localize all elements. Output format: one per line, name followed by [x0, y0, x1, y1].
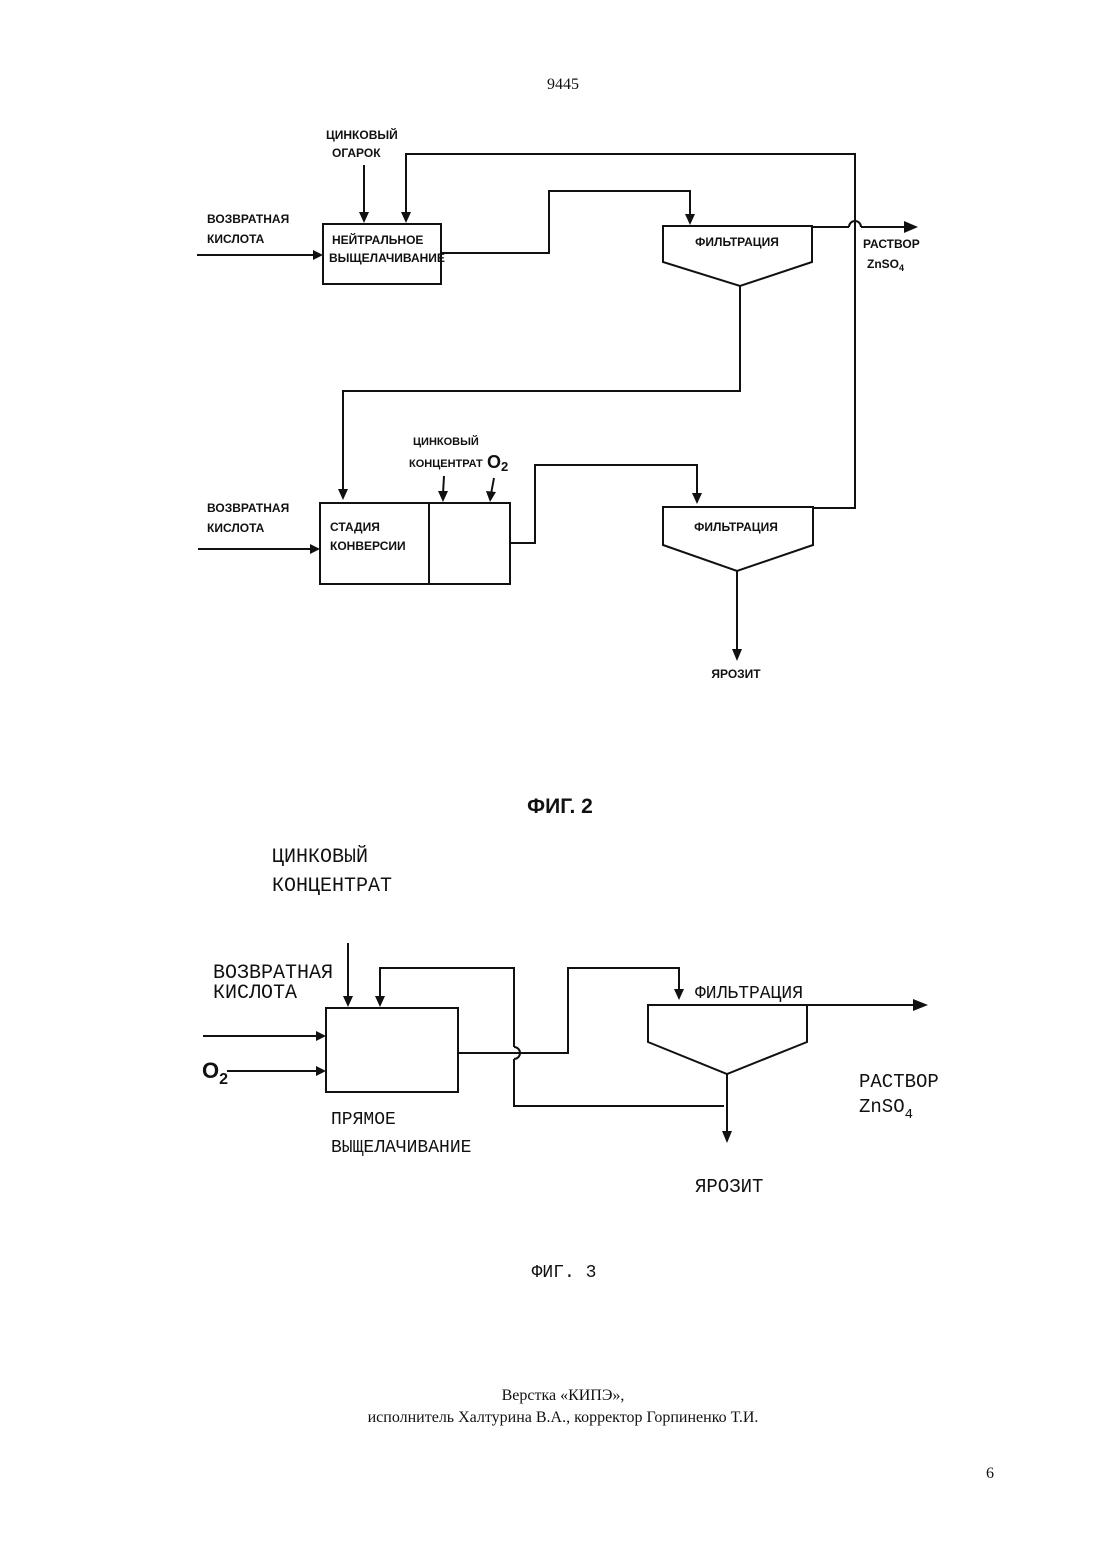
figure-2: ЦИНКОВЫЙ ОГАРОК ВОЗВРАТНАЯ КИСЛОТА НЕЙТР…	[197, 127, 920, 818]
filtration-top-label: ФИЛЬТРАЦИЯ	[695, 235, 779, 249]
arrowhead	[359, 212, 369, 223]
arrowhead	[438, 491, 448, 502]
zinc-concentrate-line2: КОНЦЕНТРАТ	[409, 458, 483, 470]
arrowhead	[316, 1031, 326, 1041]
arrowhead	[338, 489, 348, 500]
jarosite-label: ЯРОЗИТ	[711, 667, 761, 681]
conversion-line1: СТАДИЯ	[330, 520, 380, 534]
conversion-line2: КОНВЕРСИИ	[330, 539, 406, 553]
zinc-cinder-label-line2: ОГАРОК	[332, 146, 381, 160]
zinc-cinder-label-line1: ЦИНКОВЫЙ	[326, 127, 398, 142]
arrowhead	[692, 493, 702, 504]
figure-3-caption: ФИГ. 3	[532, 1263, 597, 1283]
neutral-leaching-line1: НЕЙТРАЛЬНОЕ	[332, 232, 423, 247]
solution-label-line2: ZnSO4	[867, 257, 904, 273]
arrowhead	[343, 996, 353, 1007]
arrowhead	[904, 221, 918, 233]
figure-2-caption: ФИГ. 2	[527, 795, 593, 818]
arrowhead	[310, 544, 320, 554]
solution-label-line1: РАСТВОР	[863, 237, 920, 251]
zinc-concentrate-line2: КОНЦЕНТРАТ	[272, 875, 392, 898]
return-acid-top-line2: КИСЛОТА	[207, 232, 265, 246]
arrowhead	[722, 1131, 732, 1143]
direct-leaching-line1: ПРЯМОЕ	[331, 1110, 396, 1130]
residue-to-conversion-line	[343, 286, 740, 490]
arrowhead	[375, 996, 385, 1007]
footer-credits-line2: исполнитель Халтурина В.А., корректор Го…	[368, 1409, 759, 1426]
oxygen-label: O2	[202, 1058, 228, 1088]
jarosite-label: ЯРОЗИТ	[695, 1176, 763, 1198]
return-acid-top-line1: ВОЗВРАТНАЯ	[207, 212, 289, 226]
footer-credits-line1: Верстка «КИПЭ»,	[502, 1387, 625, 1404]
zinc-concentrate-line1: ЦИНКОВЫЙ	[272, 845, 368, 869]
direct-leaching-line2: ВЫЩЕЛАЧИВАНИЕ	[331, 1138, 471, 1158]
figure-3: ЦИНКОВЫЙ КОНЦЕНТРАТ ВОЗВРАТНАЯ КИСЛОТА O…	[202, 845, 939, 1283]
arrowhead	[486, 491, 496, 502]
direct-leaching-box	[326, 1008, 458, 1092]
header-number: 9445	[547, 76, 579, 93]
arrowhead	[316, 1066, 326, 1076]
arrowhead	[674, 989, 684, 1000]
filtration-label: ФИЛЬТРАЦИЯ	[695, 984, 803, 1004]
arrowhead	[913, 999, 928, 1011]
return-acid-bottom-line1: ВОЗВРАТНАЯ	[207, 501, 289, 515]
arrowhead	[732, 649, 742, 661]
neutral-leaching-line2: ВЫЩЕЛАЧИВАНИЕ	[329, 251, 445, 265]
zinc-concentrate-line1: ЦИНКОВЫЙ	[413, 435, 479, 448]
arrowhead	[313, 250, 323, 260]
recycle-line	[514, 1059, 724, 1106]
page-number: 6	[986, 1465, 994, 1482]
filtration-shape	[648, 1005, 807, 1074]
oxygen-label: O2	[487, 452, 508, 474]
return-acid-bottom-line2: КИСЛОТА	[207, 521, 265, 535]
leach-to-filtration-line	[458, 968, 679, 1053]
recycle-solution-line	[406, 154, 855, 508]
return-acid-line2: КИСЛОТА	[213, 982, 297, 1005]
solution-label-line1: РАСТВОР	[859, 1071, 939, 1093]
arrowhead	[401, 212, 411, 223]
arrowhead	[685, 214, 695, 225]
filtration-bottom-label: ФИЛЬТРАЦИЯ	[694, 520, 778, 534]
leach-to-filtration-line	[441, 191, 690, 253]
solution-label-line2: ZnSO4	[859, 1096, 913, 1123]
filtration-bottom-shape	[663, 507, 813, 571]
